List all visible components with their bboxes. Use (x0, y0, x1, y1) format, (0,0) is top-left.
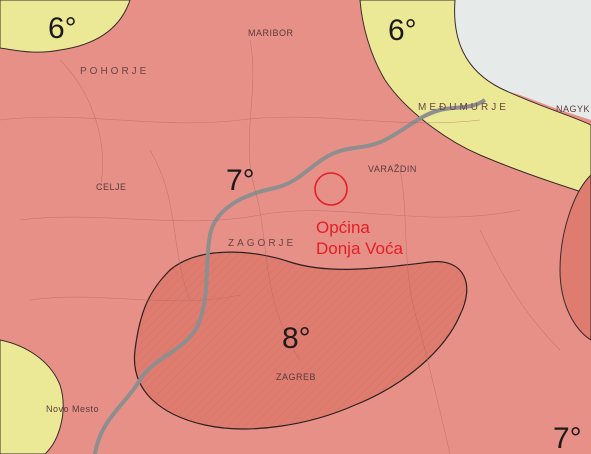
place-maribor: MARIBOR (248, 28, 294, 38)
place-zagorje: ZAGORJE (228, 238, 296, 249)
intensity-label-central-7: 7° (226, 164, 255, 197)
intensity-label-ne-6: 6° (388, 14, 417, 47)
outside-area-hungary (450, 0, 591, 120)
place-pohorje: POHORJE (80, 66, 149, 77)
place-nagyk: NAGYK (556, 104, 590, 114)
road-network (0, 39, 561, 454)
zone-6-northwest (0, 0, 131, 53)
place-celje: CELJE (96, 182, 127, 192)
intensity-label-zagreb-8: 8° (282, 322, 311, 355)
intensity-label-nw-6: 6° (48, 12, 77, 45)
location-marker-line1: Općina (316, 218, 370, 237)
state-boundary-line (93, 98, 487, 454)
place-zagreb: ZAGREB (276, 372, 316, 382)
zone-6-northeast (359, 0, 591, 196)
place-varazdin: VARAŽDIN (368, 164, 417, 174)
zone-6-southwest (0, 339, 64, 454)
location-marker-line2: Donja Voća (316, 239, 403, 258)
zone-8-east-edge (559, 174, 591, 341)
zone-8-hatching (134, 252, 467, 429)
intensity-label-se-7: 7° (553, 422, 582, 454)
place-novo-mesto: Novo Mesto (46, 404, 99, 414)
place-medjimurje: MEĐUMURJE (418, 102, 509, 113)
location-marker-circle (314, 172, 348, 206)
